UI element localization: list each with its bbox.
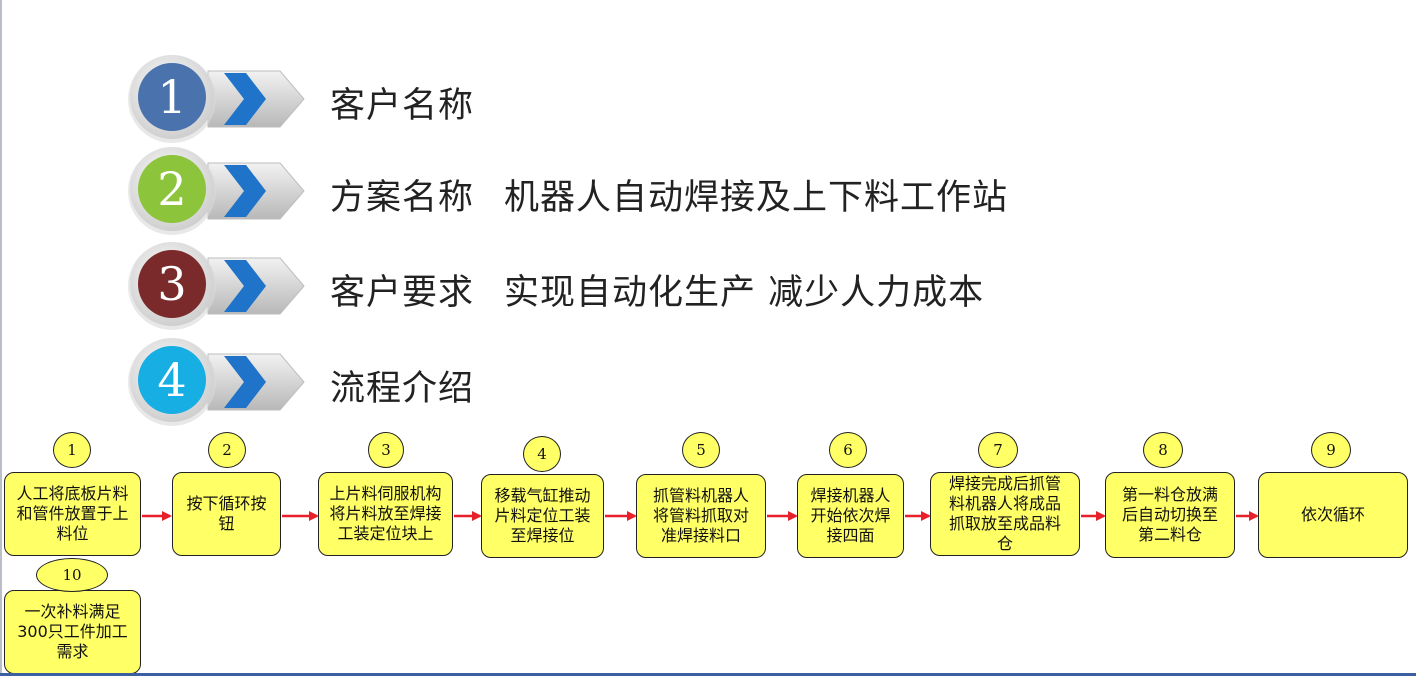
badge-graphic-2: 2 (128, 147, 305, 235)
badge-number-2: 2 (157, 162, 186, 216)
header-label-3: 客户要求 (330, 273, 475, 313)
number-badge-1: 1 (120, 55, 310, 145)
step-box-7: 焊接完成后抓管料机器人将成品抓取放至成品料仓 (930, 472, 1080, 556)
step-number-10: 10 (36, 558, 108, 592)
header-value-3: 实现自动化生产 减少人力成本 (504, 273, 985, 313)
header-item-1: 1 客户名称 (120, 55, 1020, 145)
step-box-10: 一次补料满足300只工件加工需求 (4, 590, 141, 674)
badge-core-1 (138, 63, 206, 131)
step-box-1: 人工将底板片料和管件放置于上料位 (4, 472, 141, 556)
number-badge-2: 2 (120, 147, 310, 237)
header-label-2: 方案名称 (330, 178, 475, 218)
step-number-1: 1 (53, 432, 91, 468)
header-item-3: 3 客户要求实现自动化生产 减少人力成本 (120, 242, 1020, 332)
step-box-4: 移载气缸推动片料定位工装至焊接位 (481, 474, 604, 558)
step-number-7: 7 (978, 432, 1018, 468)
bottom-border (0, 673, 1416, 676)
badge-core-4 (138, 346, 206, 414)
badge-number-1: 1 (157, 70, 186, 124)
header-text-2: 方案名称机器人自动焊接及上下料工作站 (330, 169, 1008, 220)
header-text-1: 客户名称 (330, 77, 474, 128)
step-number-6: 6 (829, 432, 867, 468)
badge-core-2 (138, 155, 206, 223)
step-box-9: 依次循环 (1258, 472, 1408, 558)
step-number-3: 3 (368, 432, 404, 468)
badge-graphic-3: 3 (128, 242, 305, 330)
header-text-4: 流程介绍 (330, 360, 474, 411)
header-text-3: 客户要求实现自动化生产 减少人力成本 (330, 264, 984, 315)
chevron-icon (224, 356, 266, 408)
chevron-icon (224, 260, 266, 312)
header-item-4: 4 流程介绍 (120, 338, 1020, 428)
number-badge-3: 3 (120, 242, 310, 332)
step-number-4: 4 (523, 436, 561, 472)
step-number-5: 5 (682, 432, 720, 468)
step-box-2: 按下循环按钮 (172, 472, 281, 556)
badge-number-4: 4 (157, 353, 186, 407)
badge-number-3: 3 (157, 257, 186, 311)
step-box-6: 焊接机器人开始依次焊接四面 (797, 474, 904, 558)
header-label-4: 流程介绍 (330, 369, 475, 409)
step-box-8: 第一料仓放满后自动切换至第二料仓 (1105, 472, 1235, 558)
badge-core-3 (138, 250, 206, 318)
step-number-9: 9 (1311, 432, 1351, 468)
chevron-icon (224, 73, 266, 125)
step-box-3: 上片料伺服机构将片料放至焊接工装定位块上 (318, 472, 453, 556)
header-item-2: 2 方案名称机器人自动焊接及上下料工作站 (120, 147, 1020, 237)
header-value-2: 机器人自动焊接及上下料工作站 (504, 178, 1009, 218)
step-number-2: 2 (208, 432, 246, 468)
step-box-5: 抓管料机器人将管料抓取对准焊接料口 (636, 474, 766, 558)
step-number-8: 8 (1143, 432, 1183, 468)
badge-graphic-4: 4 (128, 338, 305, 426)
header-label-1: 客户名称 (330, 86, 475, 126)
number-badge-4: 4 (120, 338, 310, 428)
left-border (0, 0, 2, 676)
chevron-icon (224, 165, 266, 217)
badge-graphic-1: 1 (128, 55, 305, 143)
